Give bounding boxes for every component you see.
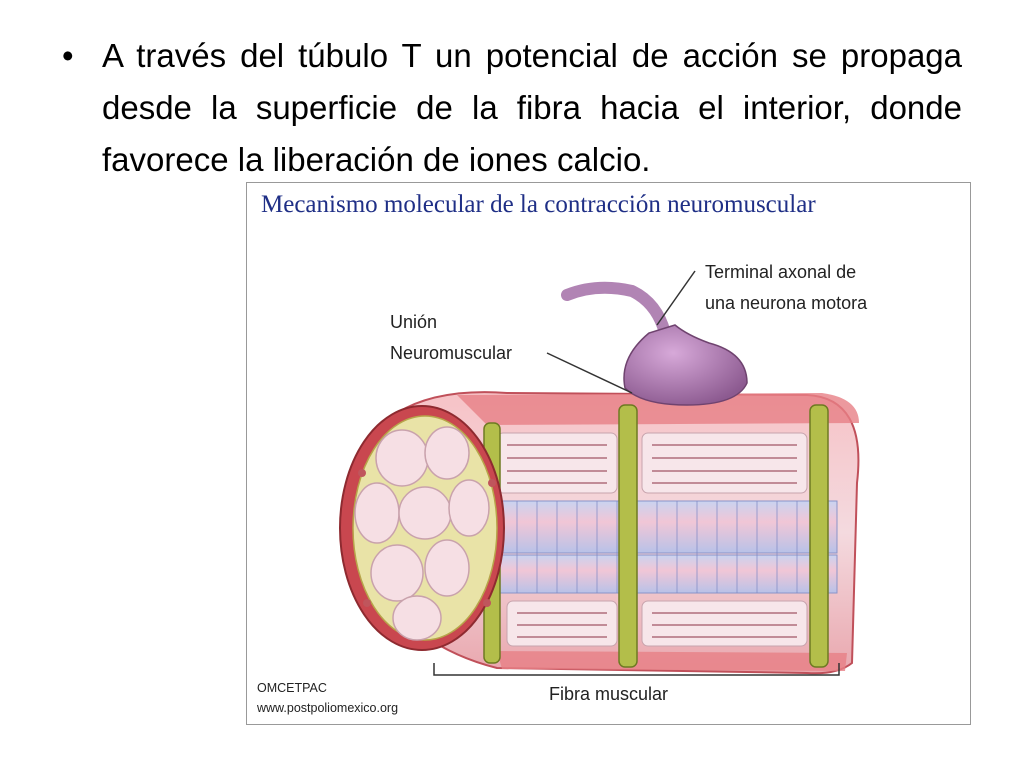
label-neuromuscular-junction: Unión Neuromuscular <box>390 307 512 369</box>
sarcolemma-top <box>457 393 859 425</box>
reticulum-lines <box>507 444 797 638</box>
figure-title: Mecanismo molecular de la contracción ne… <box>261 191 816 218</box>
cross-section-myofibrils <box>354 426 490 641</box>
junction-leader-line <box>546 352 633 394</box>
bullet-text: A través del túbulo T un potencial de ac… <box>102 37 962 178</box>
bullet-paragraph: • A través del túbulo T un potencial de … <box>62 30 962 186</box>
label-muscle-fiber: Fibra muscular <box>549 684 669 704</box>
sarcoplasmic-reticulum <box>496 432 808 647</box>
label-axon-terminal: Terminal axonal de una neurona motora <box>705 257 867 319</box>
muscle-fiber-figure: Mecanismo molecular de la contracción ne… <box>246 182 971 725</box>
label-axon-line1: Terminal axonal de <box>705 262 857 282</box>
label-junction-line1: Unión <box>390 312 438 332</box>
myofibril-cylinder-1 <box>496 500 838 554</box>
credit-website: www.postpoliomexico.org <box>257 701 399 715</box>
axon-terminal <box>623 324 748 406</box>
credit-omcetpac: OMCETPAC <box>257 681 327 695</box>
label-junction-line2: Neuromuscular <box>390 343 513 363</box>
cross-section-nuclei <box>358 469 496 607</box>
bullet-symbol: • <box>62 37 74 74</box>
muscle-fiber-illustration <box>339 270 860 676</box>
fiber-bracket <box>433 663 840 676</box>
label-axon-line2: una neurona motora <box>705 293 868 313</box>
axon <box>561 281 671 339</box>
myofibril-cylinder-2 <box>496 554 838 594</box>
sarcolemma-bottom <box>497 651 847 671</box>
axon-leader-line <box>656 270 696 326</box>
